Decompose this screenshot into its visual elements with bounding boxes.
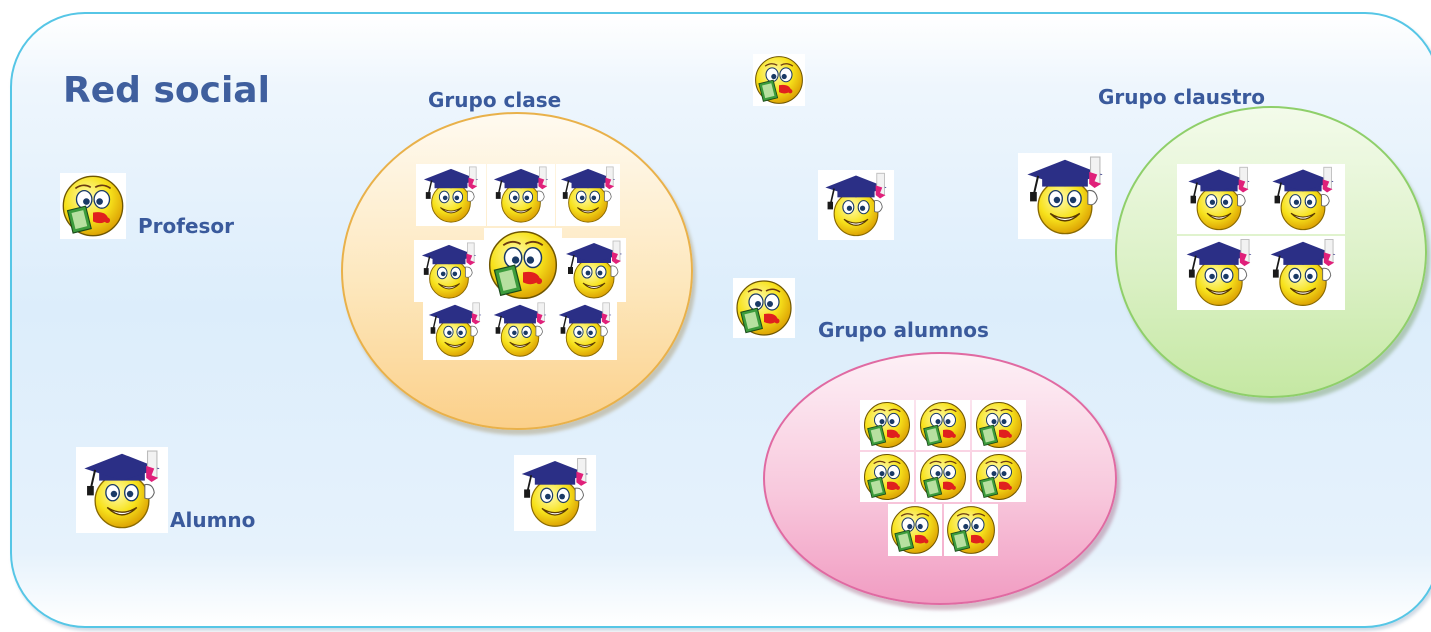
teacher-smiley-icon: [972, 452, 1026, 502]
graduate-smiley-icon: [487, 300, 553, 360]
graduate-smiley-icon: [414, 240, 484, 302]
graduate-smiley-icon: [818, 170, 894, 240]
group-alumnos-label: Grupo alumnos: [818, 318, 989, 342]
teacher-smiley-icon: [860, 452, 914, 502]
teacher-smiley-icon: [60, 173, 126, 239]
legend-student-label: Alumno: [170, 508, 256, 532]
page-title: Red social: [63, 70, 270, 111]
legend-teacher-label: Profesor: [138, 214, 235, 238]
graduate-smiley-icon: [1177, 164, 1261, 234]
group-claustro-label: Grupo claustro: [1098, 85, 1266, 109]
teacher-smiley-icon: [860, 400, 914, 450]
graduate-smiley-icon: [1261, 164, 1345, 234]
teacher-smiley-icon: [733, 278, 795, 338]
graduate-smiley-icon: [416, 164, 486, 226]
graduate-smiley-icon: [514, 455, 596, 531]
teacher-smiley-icon: [972, 400, 1026, 450]
graduate-smiley-icon: [553, 300, 617, 360]
graduate-smiley-icon: [556, 164, 620, 226]
teacher-smiley-icon: [916, 452, 970, 502]
graduate-smiley-icon: [562, 238, 626, 302]
teacher-smiley-icon: [944, 504, 998, 556]
teacher-smiley-icon: [888, 504, 942, 556]
graduate-smiley-icon: [487, 164, 555, 226]
graduate-smiley-icon: [76, 447, 168, 533]
graduate-smiley-icon: [1018, 153, 1112, 239]
group-clase-label: Grupo clase: [428, 88, 562, 112]
teacher-smiley-icon: [753, 54, 805, 106]
teacher-smiley-icon: [484, 228, 562, 302]
teacher-smiley-icon: [916, 400, 970, 450]
graduate-smiley-icon: [1261, 236, 1345, 310]
graduate-smiley-icon: [1177, 236, 1261, 310]
graduate-smiley-icon: [423, 300, 487, 360]
